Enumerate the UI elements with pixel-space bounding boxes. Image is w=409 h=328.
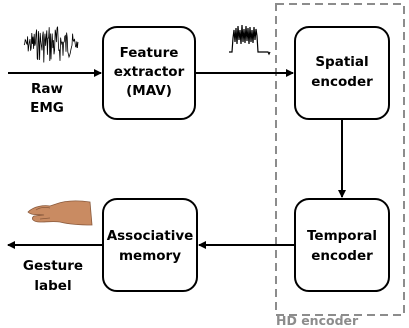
feature-extractor-line-3: (MAV) <box>126 83 172 99</box>
spatial-encoder-line-1: Spatial <box>315 54 368 70</box>
associative-memory-line-2: memory <box>119 248 181 264</box>
associative-memory-node: Associative memory <box>102 198 198 292</box>
feature-extractor-line-2: extractor <box>114 64 185 80</box>
raw-emg-label-line-1: Raw <box>31 81 63 97</box>
temporal-encoder-line-2: encoder <box>311 248 373 264</box>
mav-signal-icon <box>229 24 271 56</box>
raw-emg-signal-icon <box>23 26 79 63</box>
gesture-label-line-1: Gesture <box>23 258 83 274</box>
feature-extractor-node: Feature extractor (MAV) <box>102 26 196 120</box>
raw-emg-label-line-2: EMG <box>30 100 64 116</box>
hd-encoder-label: HD encoder <box>276 313 359 328</box>
raw-emg-label: Raw EMG <box>30 81 64 116</box>
gesture-label: Gesture label <box>23 258 83 294</box>
spatial-encoder-node: Spatial encoder <box>294 26 390 120</box>
hd-encoder-group: HD encoder <box>275 3 405 328</box>
temporal-encoder-node: Temporal encoder <box>294 198 390 292</box>
spatial-encoder-line-2: encoder <box>311 74 373 90</box>
gesture-label-line-2: label <box>34 278 71 294</box>
feature-extractor-line-1: Feature <box>120 45 179 61</box>
associative-memory-line-1: Associative <box>107 228 194 244</box>
temporal-encoder-line-1: Temporal <box>307 228 377 244</box>
raw-emg-waveform <box>23 26 79 63</box>
hand-gesture-icon <box>27 200 93 226</box>
